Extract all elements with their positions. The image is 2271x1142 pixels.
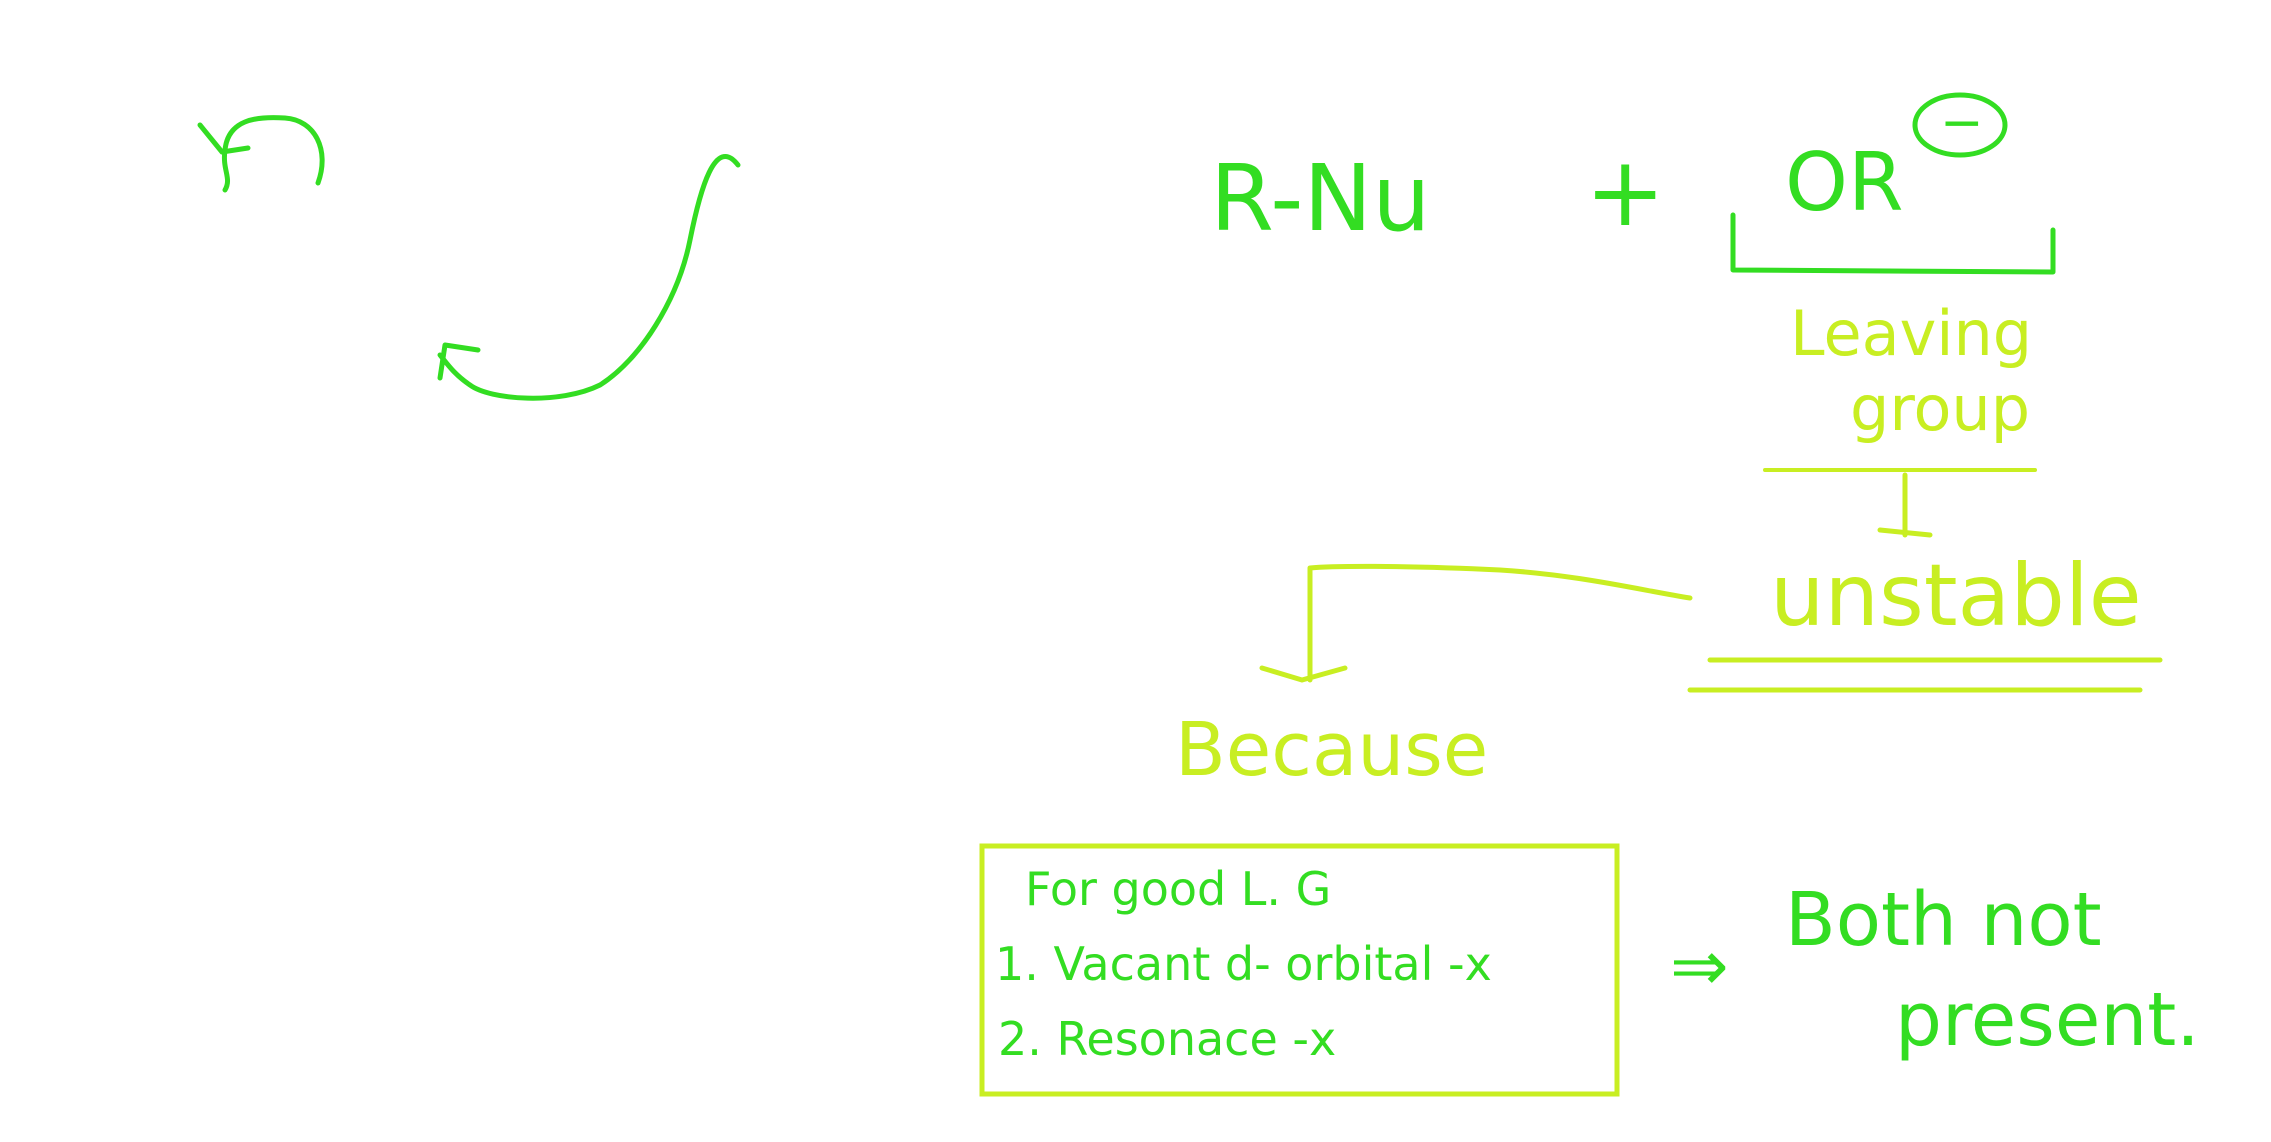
leaving-group-bracket <box>1730 212 2056 275</box>
implies-arrow: ⇒ <box>1670 925 1729 1007</box>
box-item-2: 2. Resonace -x <box>998 1012 1336 1066</box>
curly-arrow-icon <box>197 115 325 193</box>
box-item-1: 1. Vacant d- orbital -x <box>995 937 1492 991</box>
leaving-species-text: OR <box>1785 136 1904 229</box>
down-arrow-icon <box>1877 472 1933 538</box>
stability-text: unstable <box>1770 546 2142 646</box>
reason-heading: Because <box>1175 707 1488 793</box>
hook-arrow-icon <box>437 154 741 401</box>
charge-symbol: − <box>1940 93 1984 153</box>
elbow-arrow-icon <box>1259 563 1693 683</box>
stability-double-underline <box>1687 657 2163 693</box>
conclusion-line2: present. <box>1895 977 2200 1063</box>
leaving-label-line1: Leaving <box>1790 297 2032 370</box>
nucleophile-text: R-Nu <box>1210 145 1431 252</box>
leaving-label-line2: group <box>1850 372 2030 445</box>
plus-sign: + <box>1585 136 1665 248</box>
conditions-box <box>979 843 1620 1097</box>
box-title: For good L. G <box>1025 862 1331 916</box>
conclusion-line1: Both not <box>1785 877 2102 963</box>
negative-charge-icon: − <box>1912 92 2008 158</box>
